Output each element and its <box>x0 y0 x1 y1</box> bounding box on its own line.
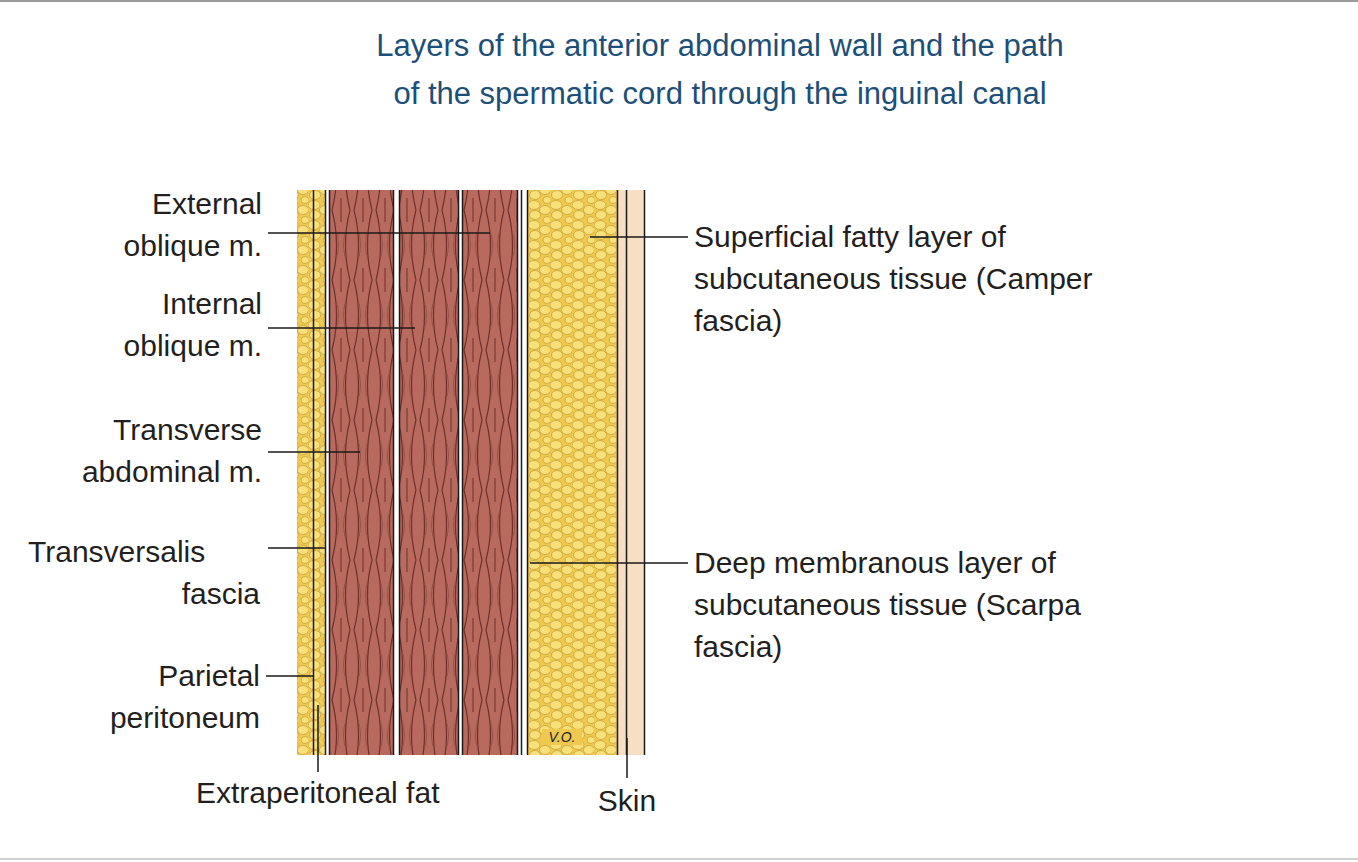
leader-line <box>626 738 628 778</box>
transverse-muscle <box>330 190 393 755</box>
border-line <box>462 190 464 755</box>
part-label: Superficial fatty layer of subcutaneous … <box>694 216 1094 342</box>
external-oblique-muscle <box>463 190 517 755</box>
subcutaneous-fat <box>528 190 617 755</box>
leader-line <box>266 675 313 677</box>
fascia-strip <box>458 190 463 755</box>
diagram-title: Layers of the anterior abdominal wall an… <box>100 22 1340 118</box>
layer-borders <box>314 190 645 755</box>
border-line <box>325 190 327 755</box>
leader-line <box>268 327 415 329</box>
fascia-strip <box>325 190 330 755</box>
top-rule <box>0 0 1358 2</box>
part-label: Skin <box>582 780 672 822</box>
leader-line <box>268 232 490 234</box>
fascia-strip <box>393 190 400 755</box>
part-label: External oblique m. <box>70 183 262 267</box>
leader-line <box>268 451 360 453</box>
layers <box>297 190 645 755</box>
skin-layer <box>617 190 645 755</box>
leader-line <box>317 705 319 772</box>
border-line <box>517 190 519 755</box>
part-label: Deep membranous layer of subcutaneous ti… <box>694 542 1094 668</box>
border-line <box>399 190 401 755</box>
border-line <box>527 190 529 755</box>
part-label: Internal oblique m. <box>70 283 262 367</box>
fascia-strip <box>517 190 527 755</box>
border-line <box>458 190 460 755</box>
border-line <box>313 190 315 755</box>
part-label: Extraperitoneal fat <box>196 772 526 814</box>
peritoneal-side <box>297 190 313 755</box>
part-label: Parietal peritoneum <box>50 655 260 739</box>
leader-line <box>268 547 326 549</box>
leader-lines <box>266 233 688 778</box>
border-line <box>617 190 619 755</box>
border-line <box>329 190 331 755</box>
border-line <box>521 190 523 755</box>
leader-line <box>590 236 688 238</box>
part-label: Transversalis fascia <box>28 531 260 615</box>
leader-line <box>530 562 688 564</box>
border-line <box>626 190 628 755</box>
internal-oblique-muscle <box>400 190 458 755</box>
artist-initials: V.O. <box>542 729 582 745</box>
part-label: Transverse abdominal m. <box>20 409 262 493</box>
border-line <box>393 190 395 755</box>
bottom-rule <box>0 858 1358 860</box>
extraperitoneal-fat <box>314 190 325 755</box>
border-line <box>644 190 646 755</box>
